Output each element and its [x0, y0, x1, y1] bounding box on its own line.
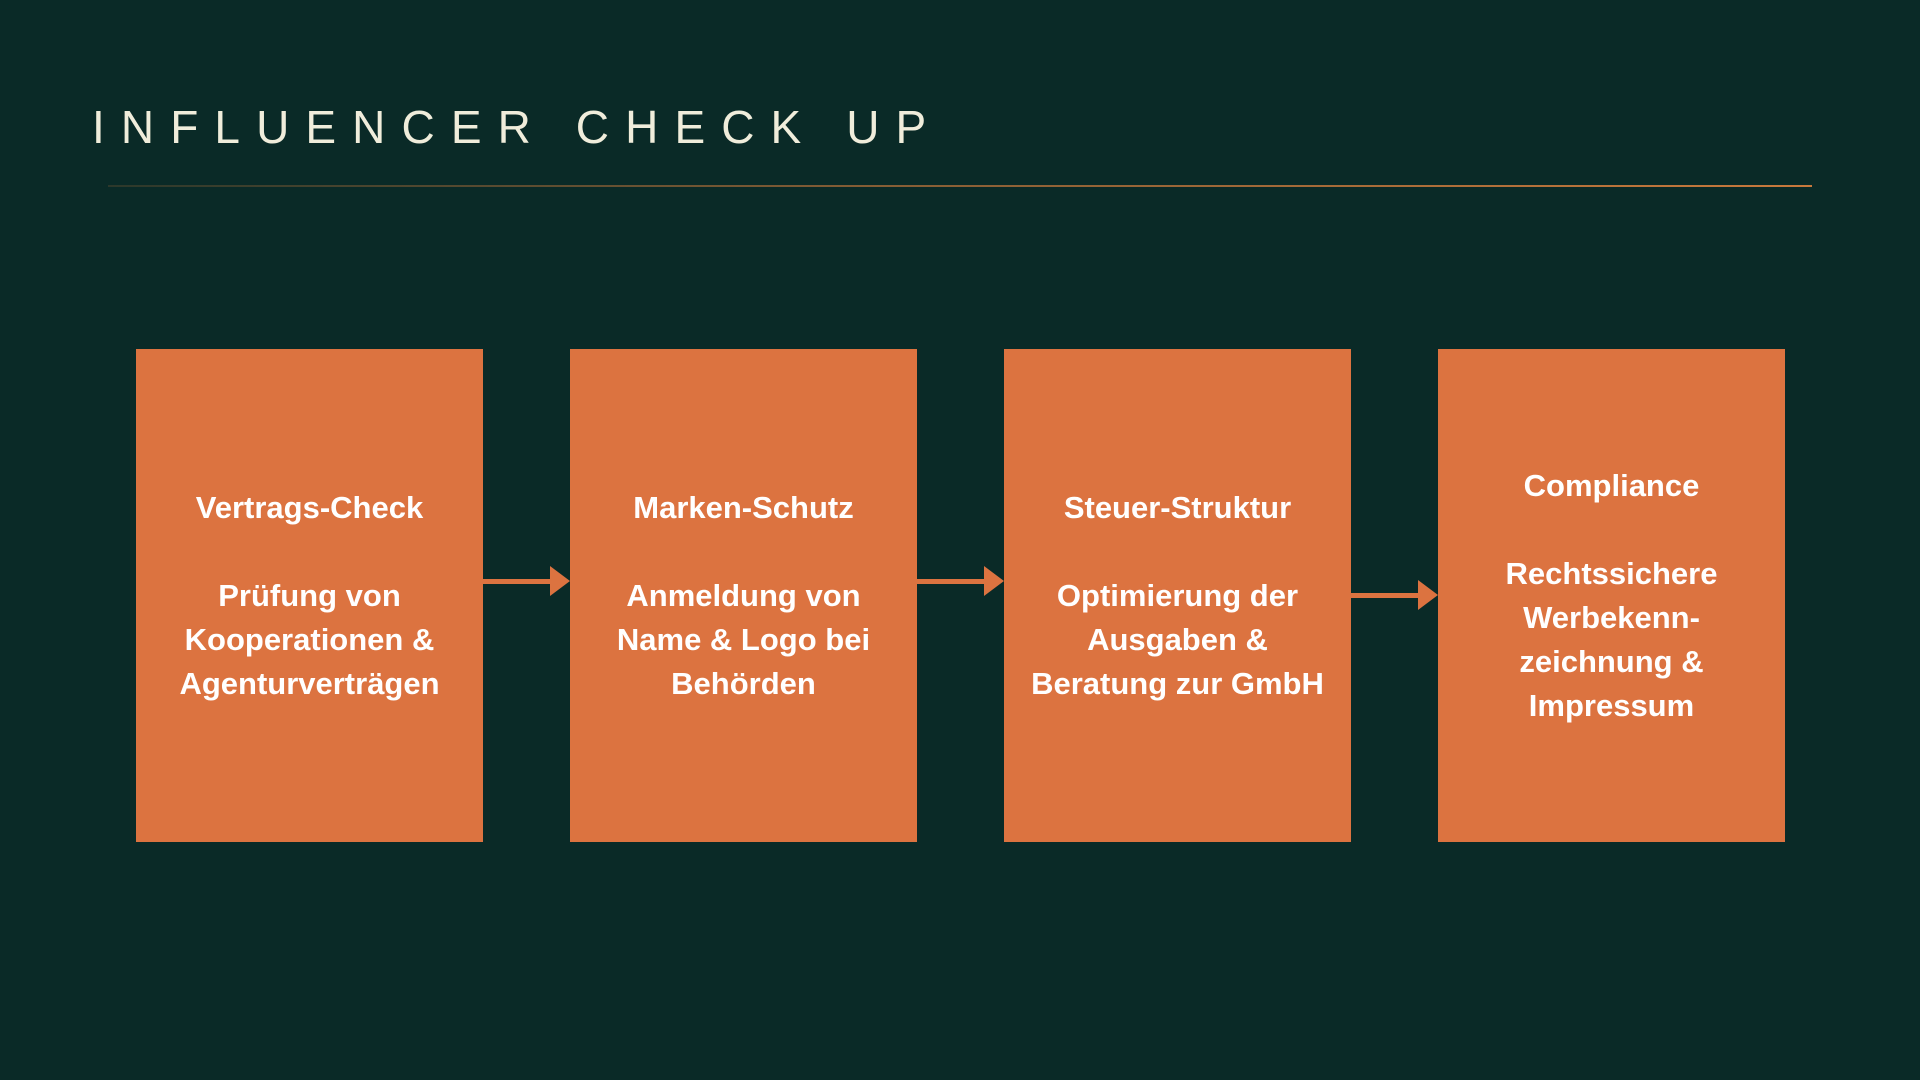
step-body: Prüfung von Kooperationen & Agenturvertr… [179, 577, 440, 701]
arrow-head [984, 566, 1004, 596]
arrow-shaft [483, 578, 550, 584]
arrow-head [550, 566, 570, 596]
process-flow: Vertrags-Check Prüfung von Kooperationen… [136, 349, 1785, 842]
title-underline [108, 185, 1812, 187]
step-body: Rechtssichere Werbekenn- zeichnung & Imp… [1505, 555, 1718, 723]
step-body: Anmeldung von Name & Logo bei Behörden [616, 577, 871, 701]
arrow-right-icon [483, 566, 570, 596]
arrow-shaft [917, 578, 984, 584]
arrow-shaft [1351, 592, 1418, 598]
step-heading: Compliance [1523, 467, 1700, 503]
arrow-right-icon [1351, 580, 1438, 610]
arrow-head [1418, 580, 1438, 610]
step-heading: Steuer-Struktur [1063, 489, 1292, 525]
step-body: Optimierung der Ausgaben & Beratung zur … [1031, 577, 1324, 701]
step-heading: Marken-Schutz [633, 489, 854, 525]
step-heading: Vertrags-Check [195, 489, 424, 525]
step-card-vertrags-check: Vertrags-Check Prüfung von Kooperationen… [136, 349, 483, 842]
step-card-steuer-struktur: Steuer-Struktur Optimierung der Ausgaben… [1004, 349, 1351, 842]
page-title: INFLUENCER CHECK UP [92, 101, 943, 153]
step-card-marken-schutz: Marken-Schutz Anmeldung von Name & Logo … [570, 349, 917, 842]
arrow-right-icon [917, 566, 1004, 596]
step-card-compliance: Compliance Rechtssichere Werbekenn- zeic… [1438, 349, 1785, 842]
